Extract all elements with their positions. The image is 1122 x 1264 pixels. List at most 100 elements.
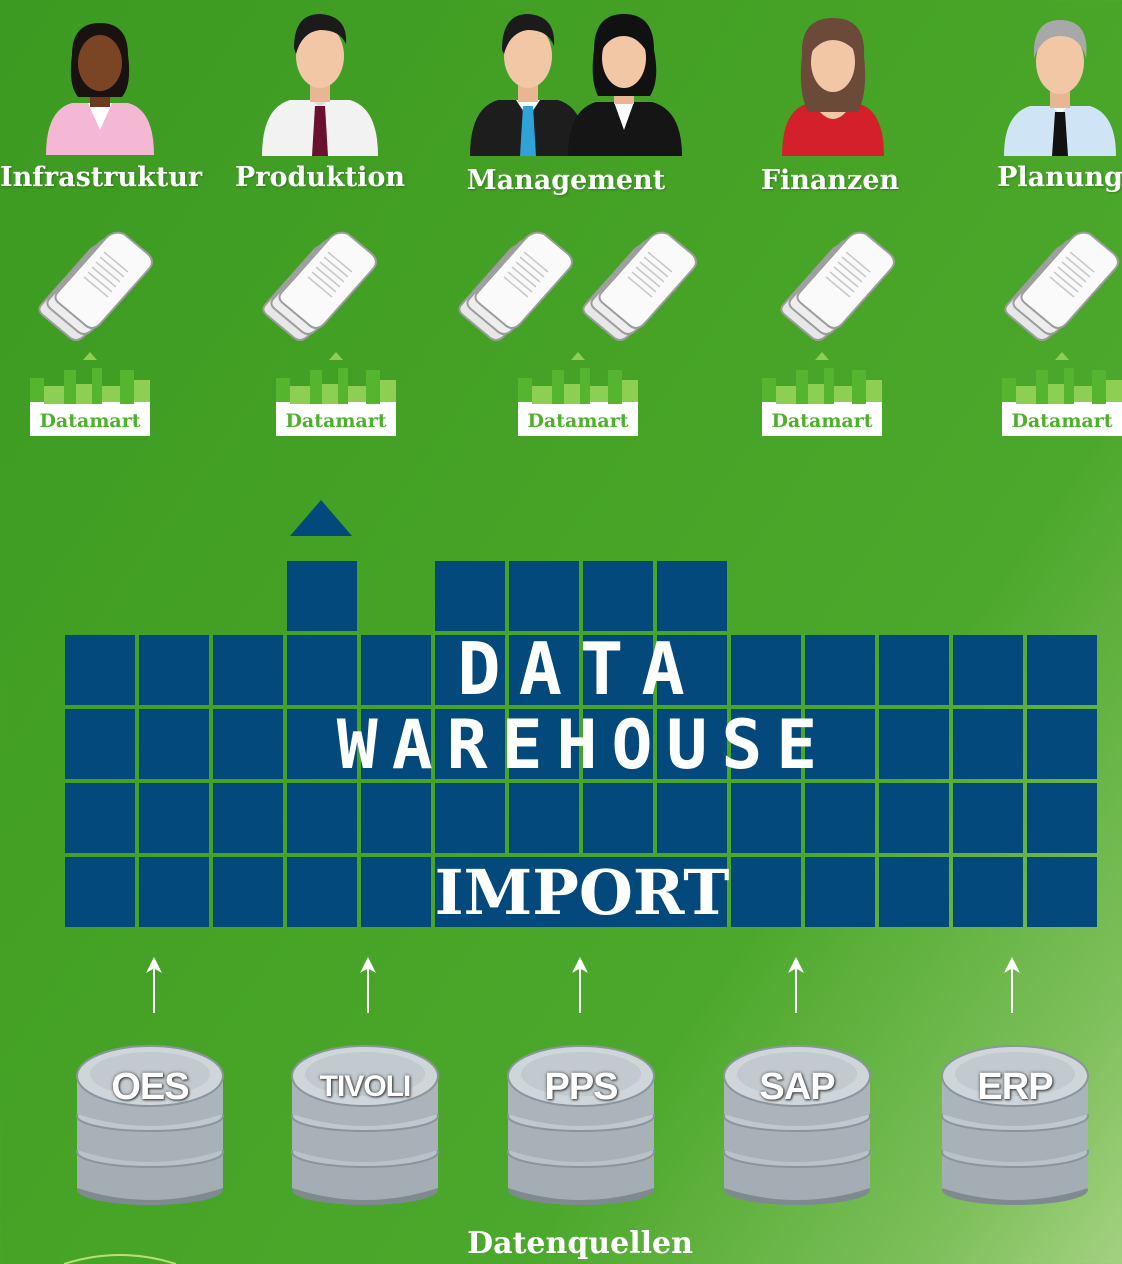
warehouse-cell [731,857,801,927]
warehouse-cell [805,709,875,779]
database-icon [723,1045,871,1206]
warehouse-cell [879,857,949,927]
warehouse-roof-cell [657,561,727,631]
datasource-label: SAP [759,1066,835,1108]
datasource-pps: PPS [506,1040,656,1206]
database-icon [941,1045,1089,1206]
warehouse-import-band [435,857,727,927]
warehouse-cell [435,635,505,705]
role-label-planung: Planung [997,162,1122,193]
warehouse-cell [953,635,1023,705]
person-management-icon [470,14,682,156]
report-stack-management-left-icon [458,231,573,341]
warehouse-cell [657,709,727,779]
warehouse-cell [1027,783,1097,853]
warehouse-roof-cell [509,561,579,631]
datamart-produktion: Datamart [276,350,396,436]
person-planung-icon [1004,20,1116,156]
datamart-label: Datamart [1011,410,1113,432]
warehouse-cell [953,857,1023,927]
warehouse-cell [361,857,431,927]
datamart-label: Datamart [771,410,873,432]
datamart-label: Datamart [527,410,629,432]
person-finanzen-icon [782,18,884,156]
warehouse-cell [509,709,579,779]
report-stack-infrastruktur-icon [38,231,153,341]
warehouse-cell [879,709,949,779]
datasource-tivoli: TIVOLI [290,1040,440,1206]
datamart-infrastruktur: Datamart [30,350,150,436]
report-stack-finanzen-icon [780,231,895,341]
datasource-label: PPS [544,1066,618,1108]
import-arrow-pps-icon [572,957,588,1013]
warehouse-cell [509,783,579,853]
datasource-label: OES [111,1066,189,1108]
import-arrow-sap-icon [788,957,804,1013]
warehouse-cell [583,635,653,705]
datamart-finanzen: Datamart [762,350,882,436]
warehouse-up-triangle-icon [290,500,352,536]
datamart-label: Datamart [39,410,141,432]
datasource-label: TIVOLI [319,1070,412,1103]
warehouse-cell [139,635,209,705]
warehouse-cell [805,783,875,853]
datasource-sap: SAP [722,1040,872,1206]
warehouse-tower-cell [287,561,357,631]
warehouse-cell [805,857,875,927]
warehouse-cell [213,709,283,779]
person-infrastruktur-icon [46,23,154,155]
warehouse-cell [805,635,875,705]
warehouse-cell [731,635,801,705]
warehouse-cell [657,635,727,705]
warehouse-title-line1: DATA [457,627,703,711]
warehouse-cell [213,857,283,927]
datasource-erp: ERP [940,1040,1090,1206]
datasource-label: ERP [977,1066,1053,1108]
decorative-arc-icon [63,1254,177,1264]
warehouse-cell [731,783,801,853]
warehouse-cell [953,783,1023,853]
warehouse-cell [583,783,653,853]
datasource-oes: OES [75,1040,225,1206]
datamart-planung: Datamart [1002,350,1122,436]
warehouse-cell [1027,709,1097,779]
warehouse-cell [435,709,505,779]
import-arrow-oes-icon [146,957,162,1013]
warehouse-cell [361,709,431,779]
warehouse-cell [287,709,357,779]
warehouse-cell [361,783,431,853]
database-icon [291,1045,439,1206]
role-label-produktion: Produktion [234,162,406,193]
warehouse-cell [287,783,357,853]
import-arrow-tivoli-icon [360,957,376,1013]
warehouse-cell [213,783,283,853]
person-produktion-icon [262,14,378,156]
warehouse-cell [583,709,653,779]
warehouse-cell [731,709,801,779]
warehouse-title-line2: WAREHOUSE [336,706,832,785]
datasources-caption: Datenquellen [467,1226,693,1261]
warehouse-cell [139,709,209,779]
report-stack-management-right-icon [582,231,697,341]
role-label-management: Management [466,165,666,196]
warehouse-cell [361,635,431,705]
warehouse-cell [139,783,209,853]
role-label-infrastruktur: Infrastruktur [0,162,203,193]
warehouse-cell [1027,857,1097,927]
database-icon [76,1045,224,1206]
warehouse-cell [879,783,949,853]
warehouse-cell [213,635,283,705]
warehouse-cell [65,709,135,779]
warehouse-cell [139,857,209,927]
datamart-label: Datamart [285,410,387,432]
warehouse-cell [287,635,357,705]
role-label-finanzen: Finanzen [760,165,900,196]
report-stack-produktion-icon [262,231,377,341]
warehouse-cell [953,709,1023,779]
warehouse-cell [657,783,727,853]
warehouse-cell [879,635,949,705]
warehouse-roof-cell [435,561,505,631]
warehouse-cell [65,857,135,927]
report-stack-planung-icon [1004,231,1119,341]
datamart-management: Datamart [518,350,638,436]
